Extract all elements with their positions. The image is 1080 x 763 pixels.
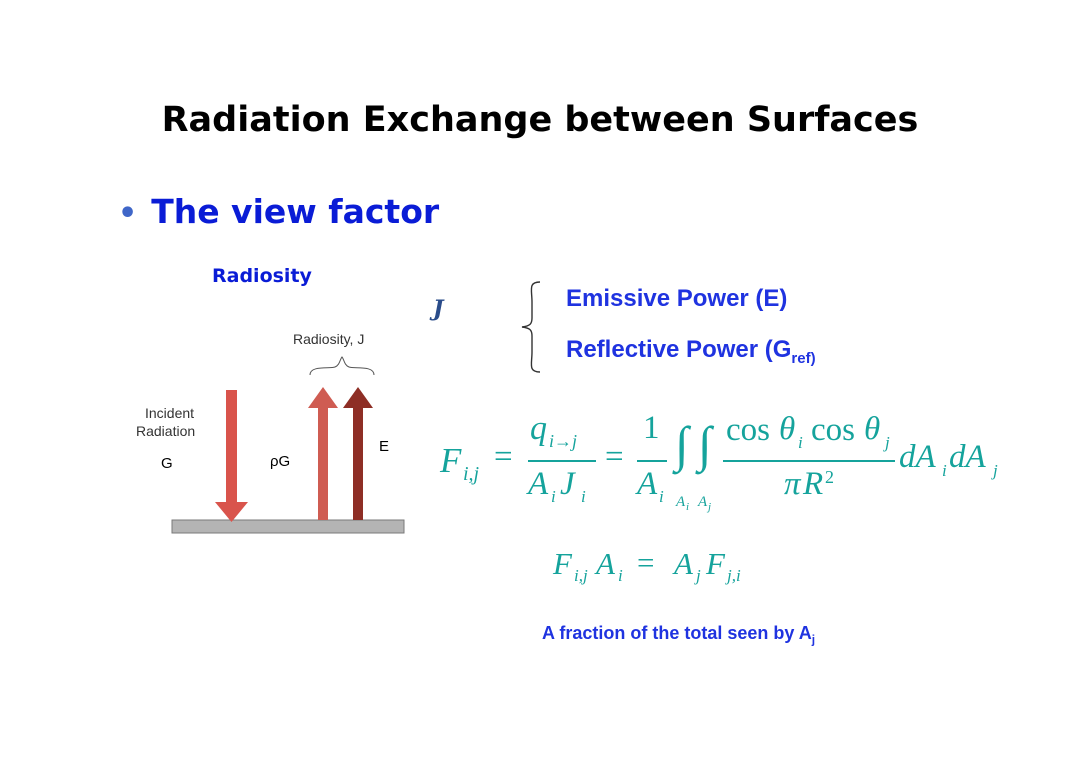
- eq-F: F: [440, 441, 462, 480]
- fraction-note-subscript: j: [811, 632, 816, 647]
- eq-J-denom-sub: i: [581, 487, 586, 506]
- view-factor-equation: F i,j = q i→j A i J i = 1 A i ∫ ∫ A i A …: [430, 405, 1050, 525]
- eq-frac-line-1: [528, 460, 596, 462]
- rec-F-2-sub: j,i: [727, 566, 741, 585]
- reflective-power-label: Reflective Power (Gref): [566, 336, 816, 367]
- emitted-arrow-icon: [343, 387, 373, 520]
- surface-bar: [171, 519, 405, 534]
- eq-int-limit-ai: A: [676, 494, 686, 510]
- eq-integral-2: ∫: [698, 416, 712, 472]
- rec-equals: =: [637, 545, 655, 580]
- bullet-text: The view factor: [151, 192, 440, 231]
- fraction-note: A fraction of the total seen by Aj: [542, 623, 815, 647]
- eq-A-i: A: [637, 466, 658, 502]
- eq-J-denom: J: [560, 466, 575, 502]
- rec-F-1: F: [553, 546, 572, 581]
- eq-q-subscript: i→j: [549, 431, 578, 451]
- eq-F-subscript: i,j: [463, 463, 480, 485]
- eq-theta-2: θ: [864, 411, 881, 447]
- eq-dA-2-sub: j: [993, 461, 998, 480]
- eq-int-limit-aj: A: [698, 494, 708, 510]
- eq-R: R: [803, 466, 824, 502]
- radiosity-diagram-graphic: [171, 356, 405, 534]
- eq-int-limit-ai-sub: i: [686, 501, 690, 513]
- rec-A-1: A: [596, 546, 615, 581]
- e-label: E: [379, 438, 390, 455]
- eq-dA-1: dA: [899, 439, 936, 475]
- rec-A-2: A: [674, 546, 693, 581]
- radiosity-symbol: J: [433, 296, 444, 322]
- reflected-arrow-icon: [308, 387, 338, 520]
- eq-cos-2: cos: [811, 412, 855, 448]
- eq-theta-2-sub: j: [885, 433, 890, 452]
- emissive-power-label: Emissive Power (E): [566, 285, 788, 312]
- eq-dA-1-sub: i: [942, 461, 947, 480]
- incident-arrow-icon: [215, 390, 248, 522]
- eq-equals-2: =: [605, 439, 624, 475]
- eq-theta-1-sub: i: [798, 433, 803, 452]
- g-label: G: [161, 455, 173, 472]
- eq-A-denom: A: [528, 466, 549, 502]
- rec-A-2-sub: j: [696, 566, 701, 585]
- rec-F-2: F: [706, 546, 725, 581]
- fraction-note-text: A fraction of the total seen by A: [542, 623, 812, 643]
- eq-one: 1: [643, 410, 660, 446]
- eq-frac-line-2: [637, 460, 667, 462]
- eq-equals-1: =: [494, 439, 513, 475]
- radiosity-diagram: Radiosity, J Incident Radiation G ρG E: [130, 325, 410, 540]
- slide-title: Radiation Exchange between Surfaces: [161, 100, 919, 140]
- reciprocity-equation: F i,j A i = A j F j,i: [550, 540, 810, 600]
- eq-cos-1: cos: [726, 412, 770, 448]
- incident-label-line1: Incident: [145, 405, 195, 421]
- eq-R-squared: 2: [825, 467, 834, 487]
- eq-dA-2: dA: [949, 439, 986, 475]
- radiosity-brace-icon: [309, 356, 375, 376]
- radiosity-j-label: Radiosity, J: [293, 331, 365, 347]
- bullet-dot-icon: •: [118, 196, 138, 231]
- rho-g-label: ρG: [270, 453, 291, 470]
- rec-F-1-sub: i,j: [574, 566, 588, 585]
- reflective-power-subscript: ref): [791, 349, 816, 367]
- eq-frac-line-3: [723, 460, 895, 462]
- radiosity-heading: Radiosity: [212, 265, 312, 287]
- eq-integral-1: ∫: [675, 416, 689, 472]
- eq-int-limit-aj-sub: j: [708, 501, 712, 513]
- eq-q: q: [530, 410, 547, 447]
- rec-A-1-sub: i: [618, 566, 623, 585]
- eq-A-i-sub: i: [659, 487, 664, 506]
- brace-icon: [521, 281, 541, 373]
- eq-pi: π: [784, 466, 801, 502]
- bullet-view-factor: • The view factor: [118, 192, 439, 231]
- incident-label-line2: Radiation: [136, 423, 196, 439]
- reflective-power-text: Reflective Power (G: [566, 336, 792, 363]
- eq-theta-1: θ: [779, 411, 796, 447]
- eq-A-denom-sub: i: [551, 487, 556, 506]
